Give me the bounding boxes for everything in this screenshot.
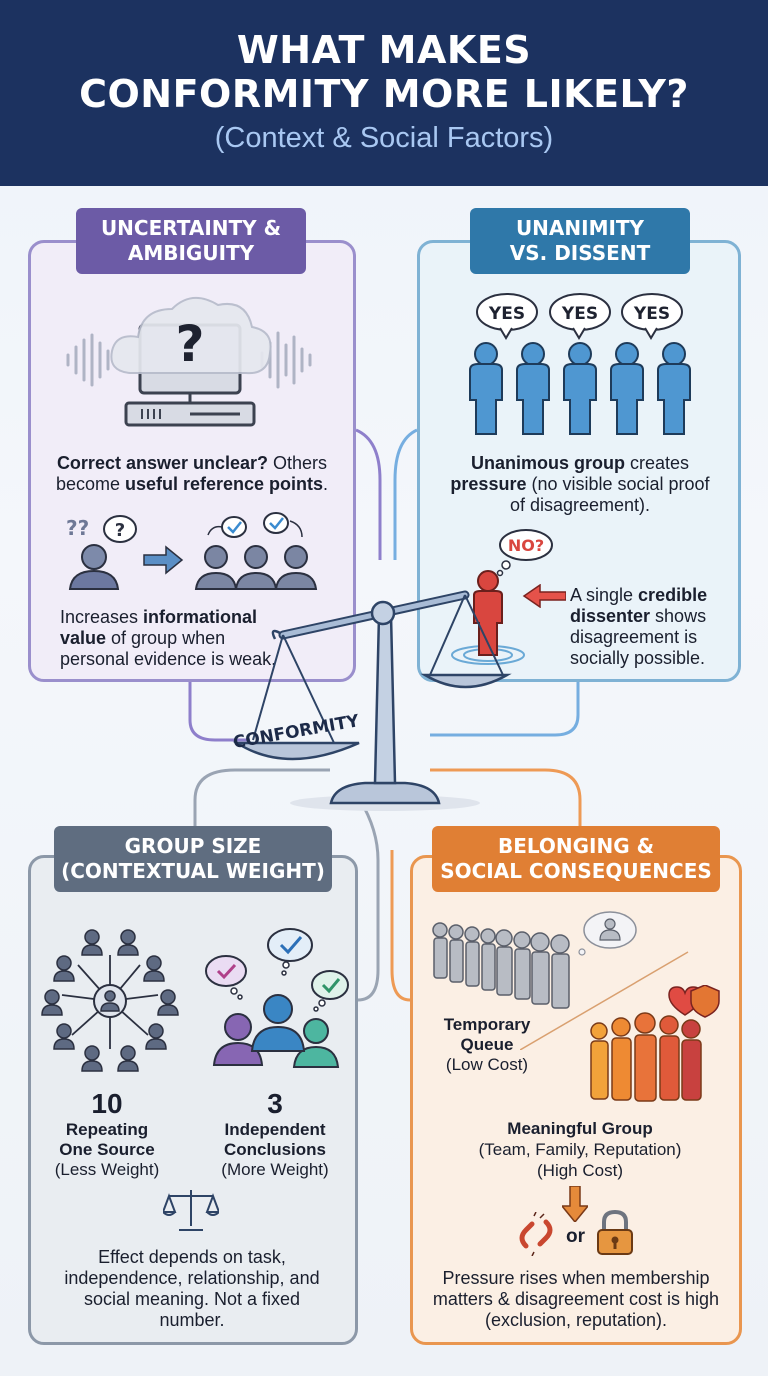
group-size-desc-1: Effect depends on task, — [98, 1247, 286, 1267]
uncertainty-desc1-text: Others — [268, 453, 328, 473]
uncertainty-desc2-bold: informational — [143, 607, 258, 627]
unanimity-desc2-text4: socially possible. — [570, 648, 706, 668]
unanimity-title: UNANIMITY VS. DISSENT — [470, 208, 690, 274]
belonging-desc-3: (exclusion, reputation). — [484, 1310, 668, 1330]
meaningful-group-icon — [590, 985, 720, 1102]
uncertainty-desc-1: Correct answer unclear? Others become us… — [40, 453, 344, 495]
left-label-2: One Source — [59, 1140, 155, 1159]
temporary-queue-label: Temporary Queue (Low Cost) — [432, 1015, 542, 1075]
uncertainty-desc1-period: . — [323, 474, 329, 494]
unanimity-desc-1: Unanimous group creates pressure (no vis… — [430, 453, 730, 516]
arrow-left-icon — [522, 584, 566, 608]
uncertainty-desc2-text2: of group when — [106, 628, 226, 648]
independent-conclusions-label: 3 Independent Conclusions (More Weight) — [212, 1088, 338, 1180]
meaningful-group-label: Meaningful Group (Team, Family, Reputati… — [440, 1118, 720, 1181]
left-label-1: Repeating — [65, 1120, 149, 1139]
confused-person-to-group-icon: ?? ? — [66, 512, 318, 590]
balance-scale-icon: CONFORMITY — [232, 590, 512, 811]
left-label-3: (Less Weight) — [54, 1160, 160, 1179]
cloud-monitor-icon: ? — [66, 297, 312, 427]
unanimity-desc1-bold: Unanimous group — [470, 453, 625, 473]
group-size-title: GROUP SIZE (CONTEXTUAL WEIGHT) — [54, 826, 332, 892]
cloud-question-mark: ? — [175, 315, 204, 373]
arrow-down-icon — [562, 1186, 588, 1222]
unanimity-desc1-text3: of disagreement). — [509, 495, 651, 515]
belonging-desc-2: matters & disagreement cost is high — [432, 1289, 720, 1309]
group-size-desc-3: social meaning. Not a fixed — [83, 1289, 301, 1309]
subtitle: (Context & Social Factors) — [214, 122, 554, 154]
group-size-title-line2: (CONTEXTUAL WEIGHT) — [61, 859, 325, 883]
group-label-3: (High Cost) — [537, 1161, 623, 1180]
unanimity-desc2-text: A single — [570, 585, 639, 605]
unanimity-desc1-text2: (no visible social proof — [526, 474, 710, 494]
unanimous-group-icon: YES YES YES — [469, 293, 691, 435]
queue-people-icon — [432, 911, 637, 1009]
belonging-title-line1: BELONGING & — [497, 834, 655, 858]
uncertainty-desc-2: Increases informational value of group w… — [60, 607, 350, 670]
group-size-desc-4: number. — [159, 1310, 225, 1330]
uncertainty-desc2-text: Increases — [60, 607, 144, 627]
uncertainty-title-line1: UNCERTAINTY & — [100, 216, 282, 240]
unanimity-title-line2: VS. DISSENT — [509, 241, 651, 265]
queue-label-3: (Low Cost) — [445, 1055, 529, 1074]
group-label-2: (Team, Family, Reputation) — [478, 1140, 682, 1159]
unanimity-title-line1: UNANIMITY — [515, 216, 645, 240]
unanimity-desc2-bold2: dissenter — [570, 606, 651, 626]
yes-bubble-3: YES — [633, 304, 670, 324]
right-label-1: Independent — [224, 1120, 326, 1139]
small-question-marks: ?? — [66, 516, 89, 540]
thought-question: ? — [115, 520, 125, 541]
group-label-1: Meaningful Group — [507, 1119, 653, 1138]
belonging-title: BELONGING & SOCIAL CONSEQUENCES — [432, 826, 720, 892]
belonging-desc: Pressure rises when membership matters &… — [424, 1268, 728, 1331]
yes-bubble-1: YES — [488, 304, 525, 324]
uncertainty-title-line2: AMBIGUITY — [127, 241, 255, 265]
unanimity-desc1-text: creates — [624, 453, 690, 473]
belonging-title-line2: SOCIAL CONSEQUENCES — [440, 859, 712, 883]
uncertainty-desc1-bold: Correct answer unclear? — [56, 453, 269, 473]
uncertainty-desc2-bold2: value — [60, 628, 107, 648]
no-bubble: NO? — [508, 536, 544, 555]
hub-network-icon — [41, 929, 179, 1072]
divider-line — [520, 951, 689, 1050]
uncertainty-desc2-text3: personal evidence is weak. — [60, 649, 277, 669]
unanimity-desc2-bold: credible — [638, 585, 708, 605]
queue-label-2: Queue — [460, 1035, 514, 1054]
repeating-source-label: 10 Repeating One Source (Less Weight) — [44, 1088, 170, 1180]
yes-bubble-2: YES — [561, 304, 598, 324]
left-number: 10 — [91, 1088, 123, 1119]
right-number: 3 — [267, 1088, 283, 1119]
group-size-desc-2: independence, relationship, and — [64, 1268, 320, 1288]
right-label-2: Conclusions — [223, 1140, 326, 1159]
header-banner: WHAT MAKES CONFORMITY MORE LIKELY? (Cont… — [0, 0, 768, 186]
belonging-desc-1: Pressure rises when membership — [442, 1268, 710, 1288]
padlock-icon — [597, 1210, 633, 1255]
broken-chain-icon — [519, 1212, 553, 1256]
uncertainty-title: UNCERTAINTY & AMBIGUITY — [76, 208, 306, 274]
unanimity-desc2-text2: shows — [650, 606, 707, 626]
dissenter-icon: NO? — [451, 529, 553, 665]
uncertainty-desc1-bold2: useful reference points — [124, 474, 324, 494]
right-label-3: (More Weight) — [221, 1160, 329, 1179]
title-line-2: CONFORMITY MORE LIKELY? — [79, 72, 689, 116]
group-size-desc: Effect depends on task, independence, re… — [42, 1247, 342, 1331]
unanimity-desc1-bold2: pressure — [450, 474, 527, 494]
uncertainty-desc1-text2: become — [55, 474, 125, 494]
queue-label-1: Temporary — [443, 1015, 531, 1034]
group-size-title-line1: GROUP SIZE — [124, 834, 262, 858]
independent-thinkers-icon — [205, 928, 349, 1068]
unanimity-desc2-text3: disagreement is — [570, 627, 698, 647]
or-label: or — [566, 1226, 585, 1247]
title-line-1: WHAT MAKES — [236, 28, 532, 72]
unanimity-desc-2: A single credible dissenter shows disagr… — [570, 585, 740, 669]
small-scale-icon — [163, 1190, 219, 1231]
